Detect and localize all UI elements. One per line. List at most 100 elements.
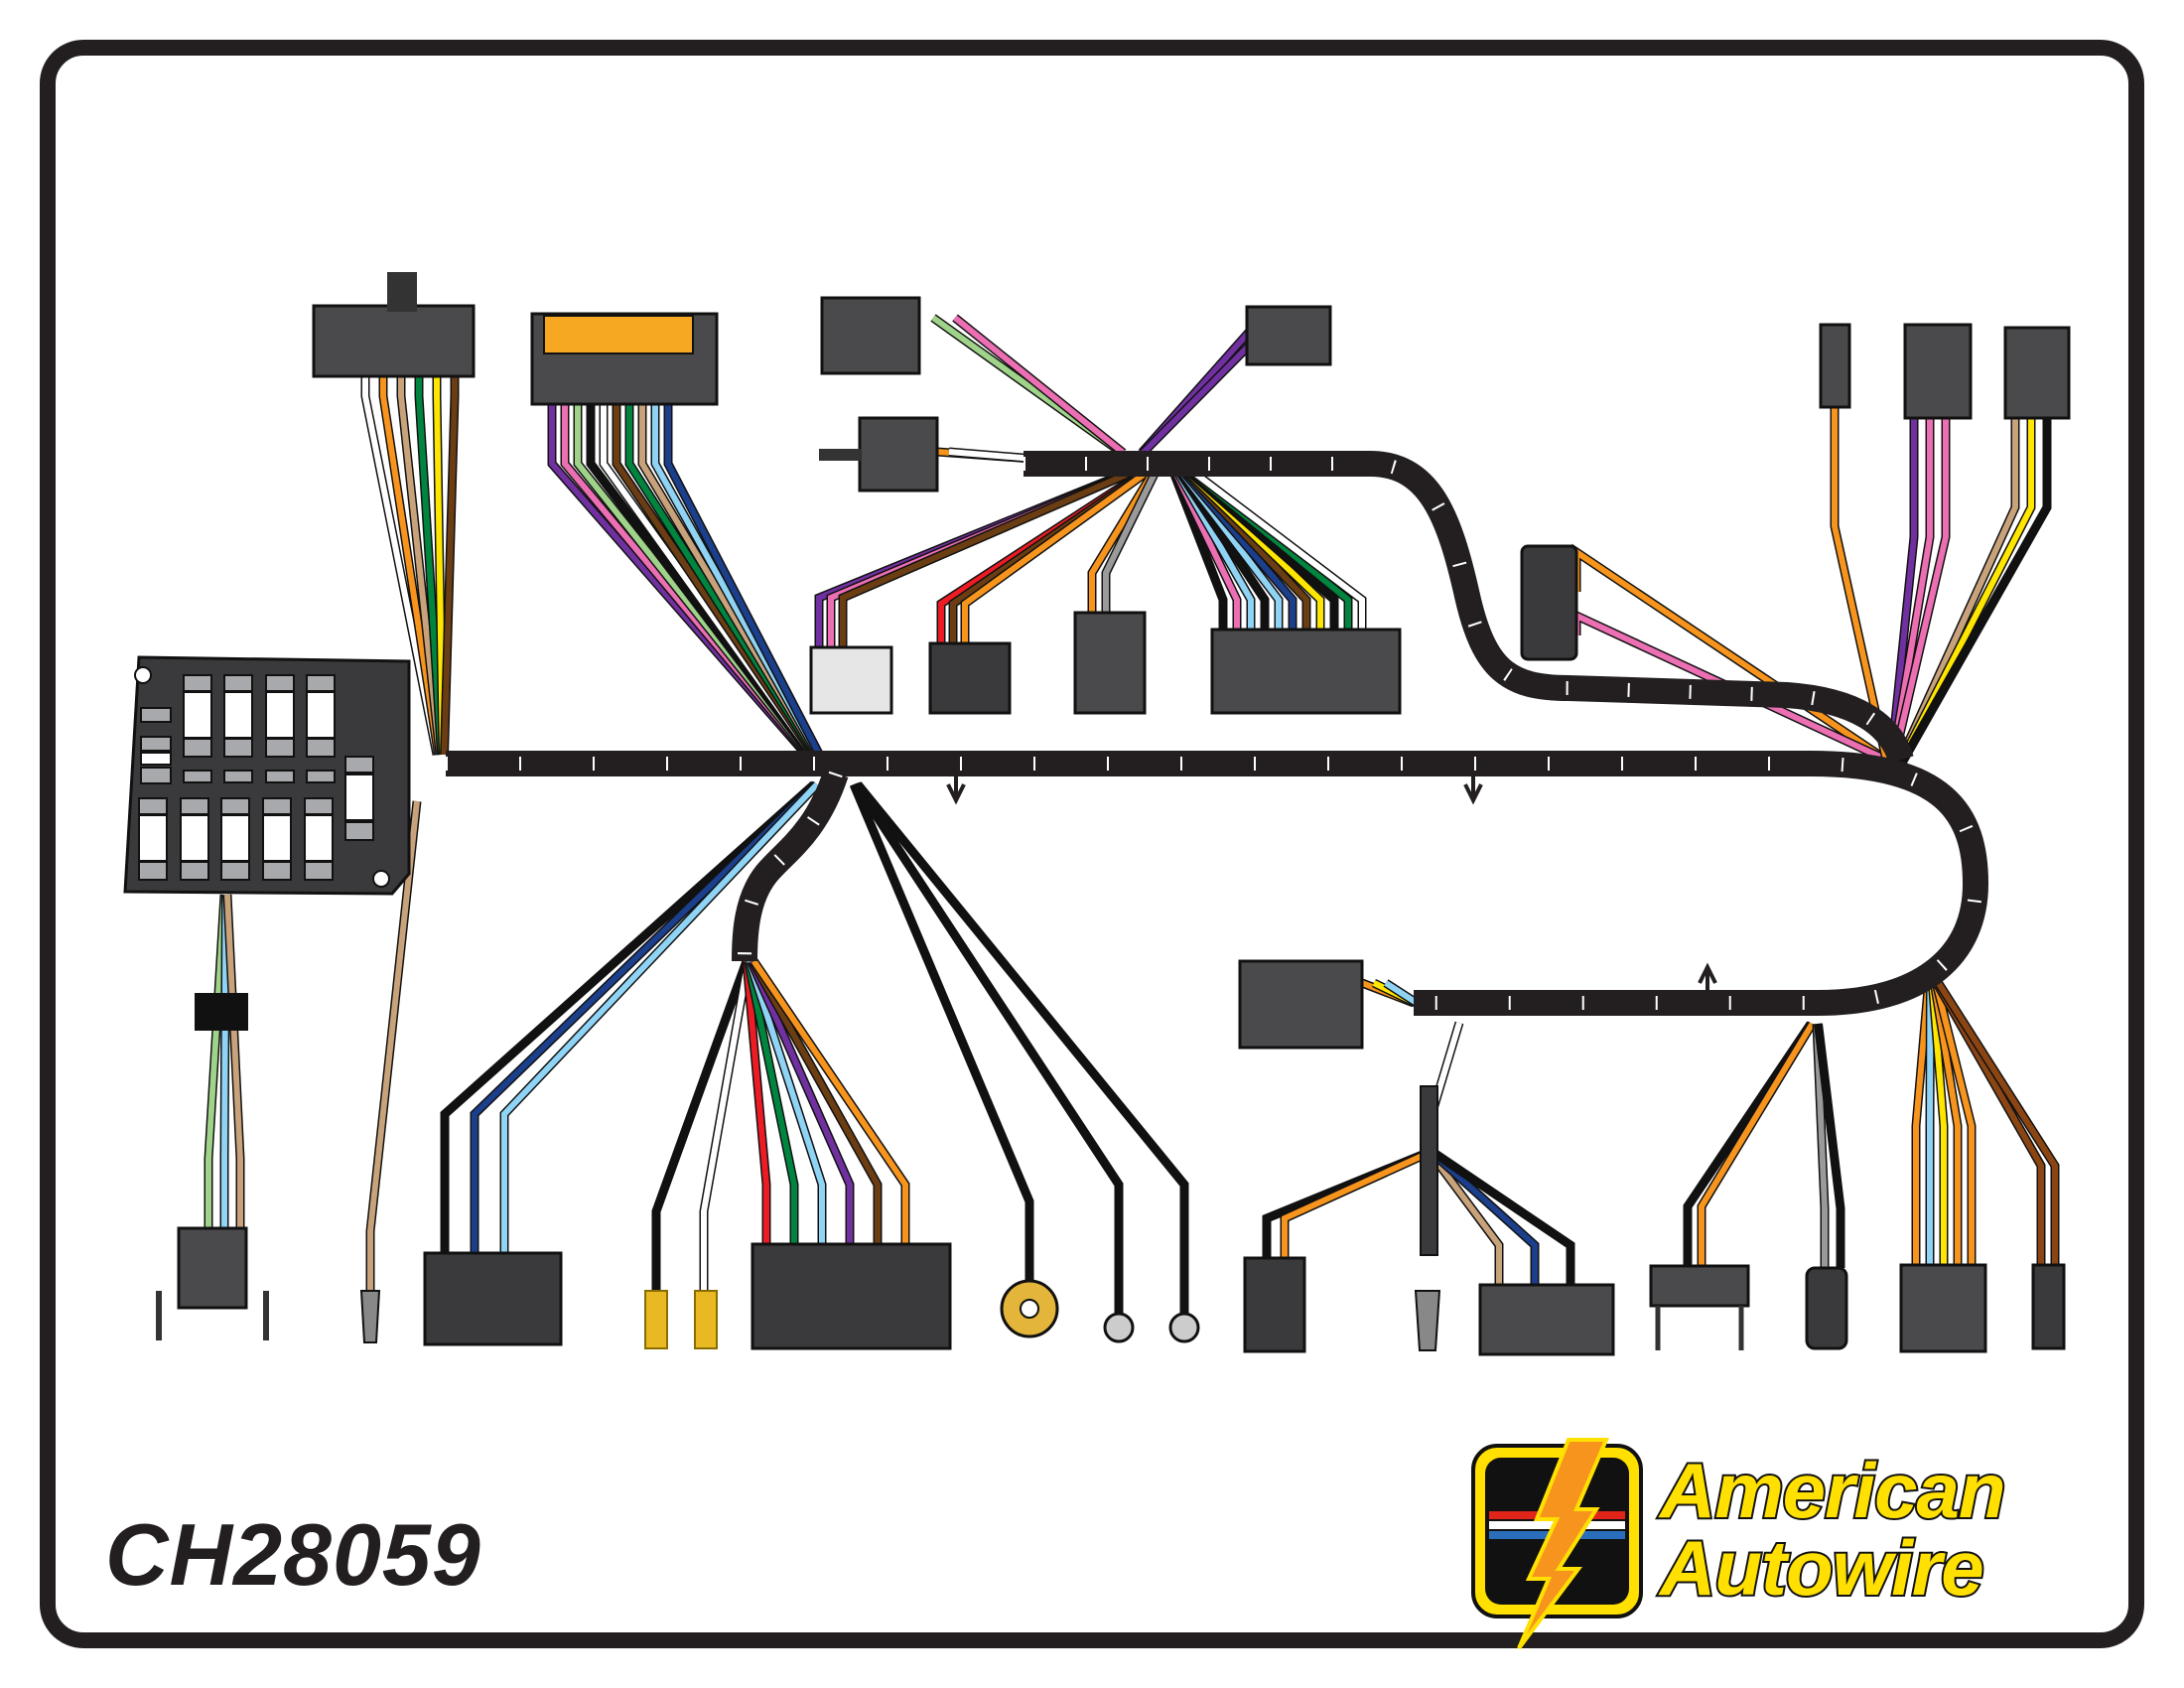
connector-bottom-8 <box>1649 1264 1750 1308</box>
wire <box>224 894 243 1228</box>
fuse-cavity <box>180 797 209 815</box>
fuse-cavity <box>344 774 374 821</box>
spade-terminal <box>644 1290 668 1349</box>
fuse-cavity <box>265 691 295 739</box>
fuse-cavity <box>138 861 168 881</box>
fuse-cavity <box>183 674 212 692</box>
connector-tab <box>819 449 861 461</box>
wire <box>1384 980 1419 1006</box>
wire <box>1931 976 2044 1265</box>
fuse-cavity <box>140 752 172 766</box>
wire <box>501 781 820 1253</box>
wire <box>1815 1023 1843 1268</box>
brand-logo-badge <box>1471 1438 1643 1650</box>
wire <box>1930 977 1961 1265</box>
wire <box>665 404 823 757</box>
wire <box>1282 1149 1433 1258</box>
wire <box>853 782 1122 1314</box>
wire <box>962 464 1157 643</box>
lightning-bolt-icon <box>1517 1438 1610 1650</box>
wire <box>626 404 818 757</box>
harness-trunks <box>446 451 1989 1016</box>
fuse-cavity <box>183 770 212 783</box>
wire <box>744 960 769 1244</box>
brand-name-line2: Autowire <box>1658 1524 1986 1612</box>
wire <box>472 781 818 1253</box>
spade-terminal <box>694 1290 718 1349</box>
wire <box>747 960 825 1244</box>
wire <box>1169 465 1240 630</box>
connector-bottom-big <box>751 1242 952 1350</box>
brand-name-line1: American <box>1658 1447 2007 1534</box>
connector-clip <box>156 1291 269 1340</box>
fuse-box <box>123 655 411 896</box>
fuse-cavity <box>140 707 172 723</box>
wire <box>1685 1022 1814 1266</box>
wire <box>653 959 750 1291</box>
connector-bottom-6 <box>1243 1256 1306 1353</box>
wire <box>1168 465 1226 630</box>
upper-branch <box>1024 451 1914 765</box>
fuse-cavity <box>138 814 168 862</box>
wire <box>1889 418 1933 761</box>
fuse-cavity <box>265 770 295 783</box>
connector-bottom-3 <box>423 1251 563 1346</box>
wire <box>1173 465 1268 630</box>
fuse-cavity <box>306 691 336 739</box>
wire <box>362 376 440 756</box>
wire <box>1927 977 1934 1265</box>
connector-latch <box>387 272 417 312</box>
frame-border <box>40 40 2144 1648</box>
connector-right-4 <box>2003 326 2071 420</box>
connector-mid-4 <box>1210 628 1402 715</box>
wire <box>1814 1023 1828 1268</box>
fuse-cavity <box>180 814 209 862</box>
wire <box>701 960 751 1291</box>
fuse-cavity <box>183 738 212 758</box>
wire <box>745 960 797 1244</box>
fuse-cavity <box>265 674 295 692</box>
connector-bottom-10 <box>1899 1263 1987 1353</box>
wire <box>1089 465 1160 613</box>
wire <box>851 782 1032 1281</box>
fuse-cavity <box>223 691 253 739</box>
fuse-cavity <box>262 797 292 815</box>
fuse-cavity <box>344 821 374 841</box>
connector-right-2 <box>1819 323 1851 409</box>
fuse-cavity <box>220 797 250 815</box>
lower-branch <box>732 769 849 962</box>
wire <box>751 959 908 1244</box>
wire <box>1888 418 1917 761</box>
fuse-cavity <box>220 814 250 862</box>
wire <box>652 404 821 757</box>
connector-mid-3 <box>1073 611 1147 715</box>
fuse-cavity <box>183 691 212 739</box>
wire-clip <box>195 993 248 1031</box>
connector-white <box>809 645 893 715</box>
connector-bottom-11 <box>2031 1263 2066 1350</box>
connector-top-5 <box>1245 305 1332 366</box>
wire <box>221 894 229 1228</box>
wire <box>1929 977 1947 1265</box>
fuse-cavity <box>265 738 295 758</box>
fuse-cavity <box>306 770 336 783</box>
fuse-cavity <box>223 770 253 783</box>
wire <box>367 800 420 1291</box>
connector-top-1 <box>312 304 476 378</box>
wire <box>748 959 853 1244</box>
wire <box>948 449 1034 462</box>
connector-right-3 <box>1903 323 1973 420</box>
wire <box>380 376 442 756</box>
wire <box>441 376 458 756</box>
bullet-terminal <box>1414 1290 1441 1351</box>
clip-vertical <box>1420 1085 1438 1256</box>
fuse-cavity <box>180 861 209 881</box>
wire <box>1431 1149 1573 1285</box>
connector-right-1 <box>1520 544 1578 661</box>
wire <box>1171 465 1254 630</box>
wire <box>855 782 1187 1314</box>
wire <box>434 376 446 756</box>
ring-terminal <box>1103 1312 1135 1343</box>
bullet-terminal <box>359 1290 381 1343</box>
